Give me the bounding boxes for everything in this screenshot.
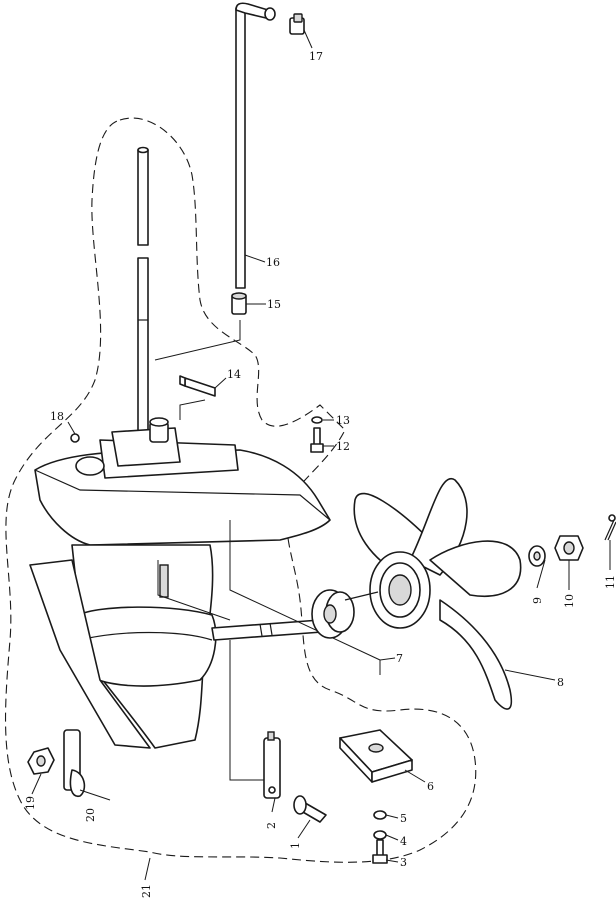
callout-14: 14 <box>227 368 241 381</box>
part-9-washer <box>528 545 546 567</box>
part-14-plate <box>179 375 216 397</box>
part-5-washer <box>373 810 387 820</box>
callout-11: 11 <box>604 575 616 589</box>
callout-4: 4 <box>400 835 407 848</box>
callout-labels: 17 16 15 14 13 12 18 9 10 11 8 7 6 5 4 3… <box>24 50 616 898</box>
part-8-propeller <box>344 477 522 710</box>
callout-10: 10 <box>563 594 576 608</box>
part-2-clip <box>263 731 281 799</box>
part-17-grommet <box>289 13 305 35</box>
callout-7: 7 <box>396 652 403 665</box>
callout-12: 12 <box>336 440 350 453</box>
part-19-nut <box>27 747 55 775</box>
part-12-bolt <box>310 427 324 453</box>
leader-lines <box>31 29 611 881</box>
part-16-water-tube <box>235 2 276 289</box>
callout-13: 13 <box>336 414 350 427</box>
assembly-boundary <box>4 117 477 863</box>
callout-5: 5 <box>400 812 407 825</box>
part-15-coupler <box>231 292 247 315</box>
part-3-bolt <box>372 839 388 864</box>
part-20-bracket <box>63 729 86 797</box>
callout-16: 16 <box>266 256 280 269</box>
gear-housing <box>29 417 331 749</box>
callout-3: 3 <box>400 856 407 869</box>
callout-17: 17 <box>309 50 323 63</box>
callout-6: 6 <box>427 780 434 793</box>
part-7-thrust-hub <box>311 589 355 639</box>
callout-15: 15 <box>267 298 281 311</box>
callout-20: 20 <box>84 808 97 822</box>
callout-2: 2 <box>265 822 278 829</box>
drive-shaft <box>137 146 149 434</box>
part-10-prop-nut <box>554 535 584 561</box>
part-18-plug <box>70 433 80 443</box>
part-13-washer <box>311 416 323 424</box>
part-6-anode <box>339 729 413 783</box>
callout-21: 21 <box>140 884 153 898</box>
part-1-screw <box>293 795 327 823</box>
callout-18: 18 <box>50 410 64 423</box>
callout-19: 19 <box>24 796 37 810</box>
callout-8: 8 <box>557 676 564 689</box>
callout-9: 9 <box>531 597 544 604</box>
part-4-washer <box>373 830 387 840</box>
callout-1: 1 <box>289 842 302 849</box>
part-11-cotter-pin <box>604 514 616 541</box>
